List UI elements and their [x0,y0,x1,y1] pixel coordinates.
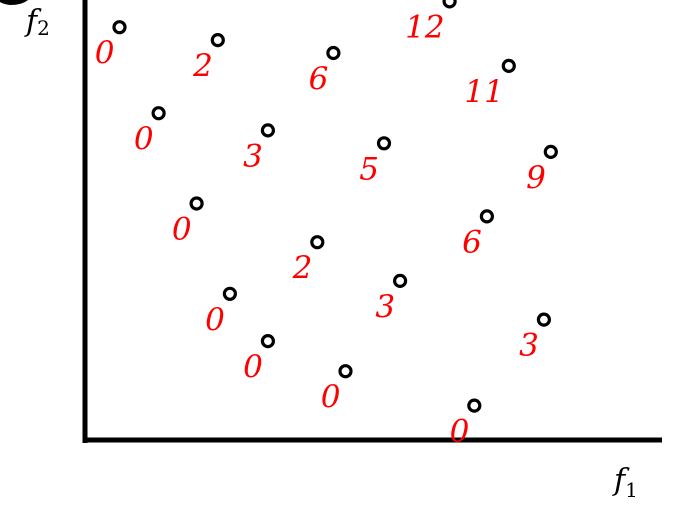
point-value-label: 0 [321,379,341,415]
data-point [189,196,204,211]
data-point [442,0,457,9]
point-value-label: 0 [172,212,192,248]
points-layer [112,0,558,413]
point-value-label: 5 [359,151,379,187]
point-value-label: 9 [526,160,546,196]
data-point [393,273,408,288]
point-value-label: 3 [243,138,263,174]
point-value-label: 0 [450,414,470,450]
data-point [338,364,353,379]
point-value-label: 3 [519,328,539,364]
data-point [222,286,237,301]
data-point [376,136,392,151]
point-value-label: 0 [205,302,225,338]
point-value-label: 2 [192,48,213,84]
data-point [260,123,275,138]
x-axis-title-subscript: 1 [625,478,638,502]
data-point [479,209,494,224]
y-axis-title: f2 [24,4,50,40]
point-value-label: 6 [462,224,482,260]
corner-fragment [0,0,28,5]
point-value-label: 12 [405,9,444,45]
point-value-label: 0 [95,35,115,71]
data-point [310,235,325,250]
point-value-label: 0 [134,121,154,157]
data-point [501,58,516,74]
data-point [210,32,225,48]
data-point [326,45,341,61]
data-point [543,144,558,159]
data-point [467,398,482,413]
y-axis-title-subscript: 2 [37,16,50,40]
data-point [536,312,552,327]
point-value-label: 0 [243,349,263,385]
point-value-label: 2 [292,250,313,286]
x-axis-title: f1 [612,463,638,502]
point-value-label: 11 [464,74,503,110]
data-point [112,20,127,35]
point-value-label: 3 [375,289,395,325]
data-point [151,106,166,121]
data-point [260,334,275,349]
point-value-label: 6 [309,61,329,97]
